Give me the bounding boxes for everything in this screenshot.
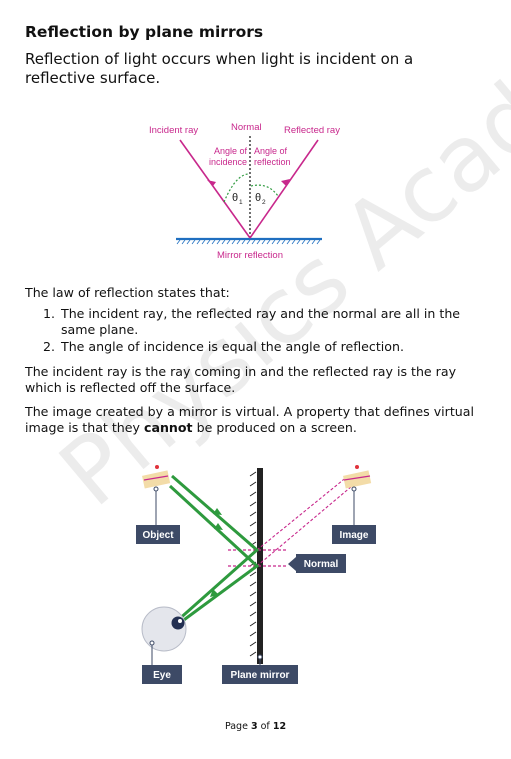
list-text: The angle of incidence is equal the angl…	[61, 339, 404, 354]
theta1-subscript: 1	[239, 199, 243, 206]
angle-reflection-label-2: reflection	[254, 157, 291, 167]
mirror-label: Plane mirror	[231, 670, 290, 681]
eye-label: Eye	[153, 670, 171, 681]
list-text: The incident ray, the reflected ray and …	[61, 306, 461, 337]
normal-label: Normal	[231, 122, 262, 133]
definition-paragraph: The incident ray is the ray coming in an…	[25, 364, 457, 395]
object-label-box	[136, 525, 180, 544]
image-icon	[343, 465, 372, 525]
eye-icon	[141, 606, 187, 665]
light-ray-2	[168, 484, 260, 627]
list-item: 2. The angle of incidence is equal the an…	[25, 339, 485, 355]
image-label: Image	[340, 530, 369, 541]
light-ray-1	[171, 474, 260, 623]
ray-arrow-icon	[213, 508, 222, 515]
mirror-hatching	[249, 471, 257, 657]
theta1-symbol: θ	[232, 192, 238, 204]
ray-arrow-icon	[210, 589, 219, 597]
intro-paragraph: Reflection of light occurs when light is…	[25, 50, 414, 87]
mirror-label-box	[222, 665, 298, 684]
emphasis-cannot: cannot	[144, 420, 193, 435]
mirror-pointer	[257, 654, 263, 660]
incidence-arc	[223, 173, 250, 203]
mirror-reflection-caption: Mirror reflection	[217, 250, 283, 261]
law-list: 1. The incident ray, the reflected ray an…	[25, 306, 485, 356]
object-label: Object	[142, 530, 174, 541]
angle-reflection-label-1: Angle of	[254, 146, 288, 156]
angle-incidence-label-2: incidence	[209, 157, 247, 167]
current-page: 3	[250, 721, 258, 732]
reflection-arc	[250, 184, 279, 197]
theta2-subscript: 2	[262, 199, 266, 206]
virtual-ray-lower	[256, 485, 353, 567]
page-footer: Page 3 of 12	[224, 721, 287, 732]
angle-incidence-label-1: Angle of	[214, 146, 248, 156]
reflected-arrow-icon	[281, 179, 290, 186]
normal-label-box	[296, 554, 346, 573]
incident-arrow-icon	[207, 180, 216, 186]
object-icon	[142, 465, 171, 525]
reflected-ray-label: Reflected ray	[284, 125, 340, 136]
section-heading: Reflection by plane mirrors	[25, 23, 264, 41]
normal-label: Normal	[304, 559, 339, 570]
normal-pointer	[288, 557, 296, 571]
plane-mirror-diagram: Object Image Normal Eye Plane mirror	[136, 465, 376, 684]
virtual-ray-upper	[256, 475, 349, 551]
image-label-box	[332, 525, 376, 544]
incident-ray-label: Incident ray	[149, 125, 198, 136]
mirror-reflection-diagram: Incident ray Normal Reflected ray Angle …	[149, 122, 340, 261]
mirror-hatching	[176, 239, 321, 245]
reflected-ray	[249, 139, 319, 239]
incident-ray	[179, 139, 251, 239]
list-number: 1.	[43, 306, 56, 321]
eye-label-box	[142, 665, 182, 684]
theta2-symbol: θ	[255, 192, 261, 204]
virtual-image-paragraph: The image created by a mirror is virtual…	[25, 404, 474, 435]
law-intro: The law of reflection states that:	[25, 285, 230, 300]
list-number: 2.	[43, 339, 56, 354]
ray-arrow-icon	[214, 523, 223, 530]
list-item: 1. The incident ray, the reflected ray an…	[25, 306, 485, 338]
total-pages: 12	[272, 721, 287, 732]
